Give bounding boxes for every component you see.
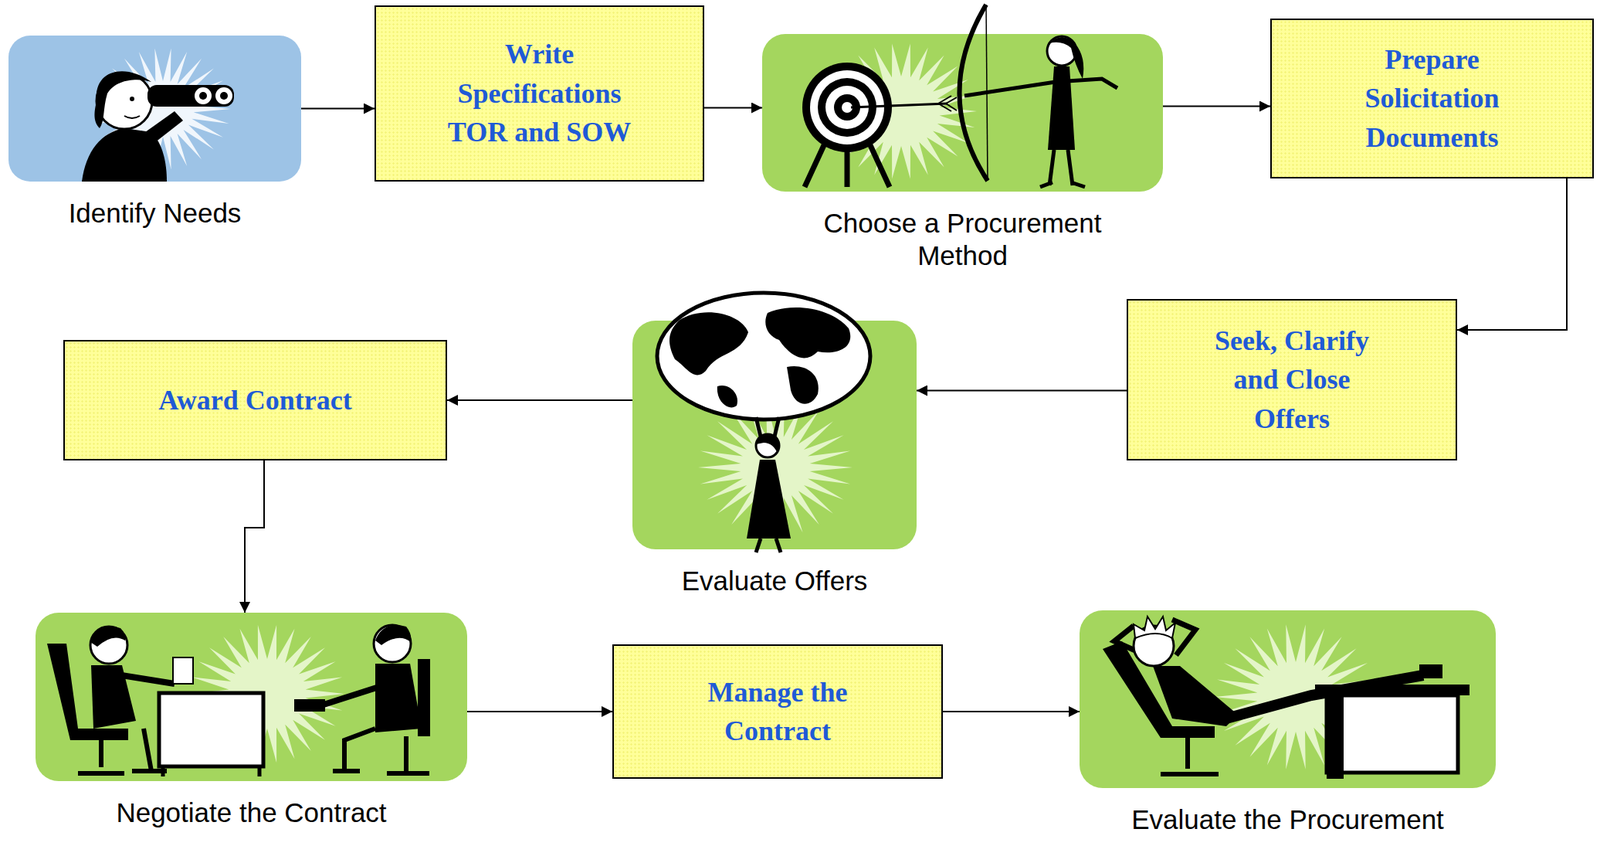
desk	[159, 692, 264, 767]
step-caption: Negotiate the Contract	[115, 796, 387, 829]
chair	[417, 658, 431, 736]
target	[841, 101, 853, 113]
figure-head	[373, 624, 411, 662]
archer-body	[1047, 66, 1075, 150]
chair-base	[77, 739, 125, 773]
process-box: Seek, Clarify and Close Offers	[1126, 298, 1458, 461]
archer-legs	[1049, 149, 1073, 186]
process-box: Write Specifications TOR and SOW	[374, 5, 705, 182]
figure-legs	[332, 728, 376, 771]
step-caption: Evaluate the Procurement	[1131, 803, 1445, 836]
relaxing-illustration	[1079, 610, 1496, 788]
figure-arm	[321, 685, 382, 706]
illustrated-step: Choose a Procurement Method	[762, 33, 1163, 192]
step-label: Write Specifications TOR and SOW	[431, 34, 648, 152]
globe-illustration	[632, 292, 917, 553]
negotiation-illustration	[35, 612, 468, 781]
picture-ground	[8, 35, 302, 182]
notebook	[294, 698, 326, 712]
archer-arm	[964, 81, 1056, 96]
picture-ground	[35, 612, 468, 781]
step-caption: Identify Needs	[68, 196, 242, 230]
globe-land	[765, 307, 851, 358]
globe-land	[669, 311, 749, 375]
process-box: Prepare Solicitation Documents	[1270, 18, 1594, 179]
flow-arrow	[942, 710, 1080, 712]
binocular-lens	[194, 87, 212, 105]
picture-ground	[1079, 610, 1496, 788]
flow-arrow	[916, 389, 1127, 392]
binoculars	[147, 84, 234, 107]
process-box: Manage the Contract	[612, 644, 943, 779]
illustrated-step: Evaluate the Procurement	[1079, 610, 1496, 788]
binoculars-illustration	[8, 35, 302, 182]
figure-body	[746, 459, 791, 539]
globe	[657, 292, 871, 420]
arrow-fletching	[938, 95, 957, 112]
globe-land	[717, 385, 738, 407]
flow-arrow	[467, 710, 613, 712]
arrow-shaft	[850, 103, 948, 108]
figure-shoes	[1419, 664, 1443, 678]
flow-arrow	[1162, 105, 1271, 108]
illustrated-step: Negotiate the Contract	[35, 612, 468, 781]
figure-body	[1152, 665, 1238, 726]
illustrated-step: Identify Needs	[8, 35, 302, 182]
archery-illustration	[762, 4, 1163, 192]
figure-legs	[132, 728, 167, 771]
globe-land	[786, 366, 819, 404]
flow-arrow	[1457, 178, 1567, 330]
chair-base	[386, 735, 430, 773]
desk-legs	[162, 766, 260, 777]
flow-arrow	[244, 460, 265, 613]
figure-head	[90, 626, 128, 664]
figure-hair	[94, 71, 153, 129]
binocular-lens	[215, 87, 233, 105]
flow-arrow	[301, 108, 375, 110]
figure-mouth	[124, 115, 140, 119]
step-label: Manage the Contract	[692, 672, 863, 751]
flow-arrow	[447, 399, 633, 401]
figure-hair	[1133, 616, 1176, 638]
step-label: Prepare Solicitation Documents	[1343, 40, 1522, 157]
step-label: Seek, Clarify and Close Offers	[1199, 321, 1385, 438]
step-label: Award Contract	[158, 380, 352, 420]
paper	[172, 657, 194, 684]
binocular-lens	[199, 91, 207, 100]
desk-leg	[1326, 694, 1344, 779]
binocular-lens	[220, 91, 228, 100]
figure-body	[375, 663, 422, 733]
process-box: Award Contract	[63, 339, 448, 461]
archer-feet	[1040, 182, 1085, 187]
step-caption: Evaluate Offers	[681, 564, 868, 597]
figure-hair	[375, 624, 411, 645]
illustrated-step: Evaluate Offers	[632, 320, 917, 550]
figure-eye	[129, 96, 135, 102]
figure-legs	[755, 538, 781, 553]
chair-base	[1160, 737, 1219, 774]
desk	[1326, 694, 1458, 773]
figure-arm	[116, 674, 175, 684]
flow-arrow	[704, 107, 763, 109]
figure-hair	[90, 626, 126, 647]
figure-head	[755, 433, 780, 458]
figure-hair	[755, 433, 780, 455]
step-caption: Choose a Procurement Method	[793, 206, 1133, 272]
